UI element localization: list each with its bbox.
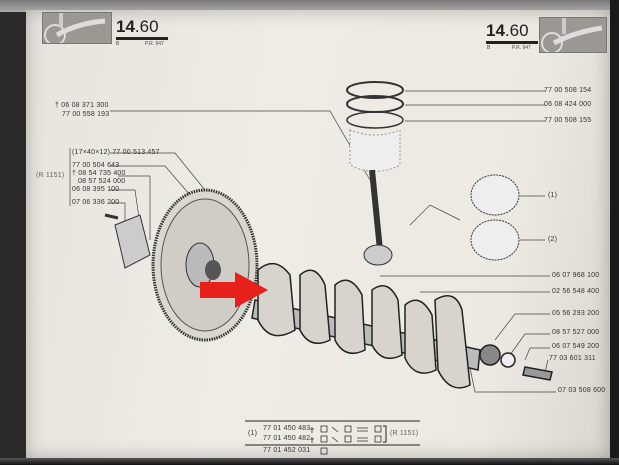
engine-thumbnail-left	[42, 12, 112, 44]
flywheel-plate	[114, 214, 151, 269]
piston-assembly	[346, 81, 520, 266]
engine-thumbnail-right	[539, 17, 607, 53]
crankshaft-thumbnail-icon	[44, 13, 106, 43]
crankshaft	[251, 262, 553, 389]
pr-code-left: P.R. 947	[145, 41, 164, 47]
part-number-label: 02 56 548 400	[552, 288, 600, 295]
part-number-label: 77 00 504 643	[72, 162, 120, 169]
group-note: (R 1151)	[36, 172, 65, 179]
table-note: (R 1151)	[390, 430, 419, 437]
part-number-label: 06 07 549 200	[552, 343, 600, 350]
part-number-label: 77 03 601 311	[549, 355, 596, 362]
header-rule-left	[116, 37, 168, 40]
detail-ref-2: (2)	[548, 236, 558, 243]
part-number-label: 06 07 968 100	[552, 272, 600, 279]
photo-top-edge	[0, 0, 619, 12]
part-number-label: 07 03 508 600	[558, 387, 606, 394]
highlight-arrow-icon	[200, 272, 268, 308]
part-number-label: 06 08 395 100	[72, 186, 120, 193]
crankshaft-thumbnail-icon	[541, 18, 603, 52]
part-number-label: (17×40×12) 77 00 513 457	[72, 149, 160, 156]
part-number-label: 08 57 524 000	[78, 178, 126, 185]
sub-letter-right: B	[487, 45, 491, 51]
flywheel	[151, 188, 259, 342]
table-row-part: 77 01 452 031	[263, 447, 311, 454]
section-number-left: 14.60	[116, 17, 159, 36]
sub-letter-left: B	[116, 41, 120, 47]
header-rule-right	[486, 41, 538, 44]
part-number-label: † 06 08 371 300	[55, 102, 109, 109]
table-row-part: 77 01 450 482	[263, 435, 311, 442]
part-number-label: 77 00 508 154	[544, 87, 592, 94]
table-row-part: 77 01 450 483	[263, 425, 311, 432]
section-number-right: 14.60	[486, 21, 529, 40]
photo-bottom-edge	[0, 458, 619, 465]
leader-lines	[69, 90, 556, 393]
part-number-label: 07 06 336 200	[72, 199, 120, 206]
part-number-label: 08 57 527 000	[552, 329, 600, 336]
pr-code-right: P.R. 947	[512, 45, 531, 51]
part-number-label: † 08 54 735 400	[72, 170, 126, 177]
part-number-label: 77 00 558 193	[62, 111, 110, 118]
detail-ref-1: (1)	[548, 192, 558, 199]
part-number-label: 06 08 424 000	[544, 101, 592, 108]
photo-right-edge	[610, 0, 619, 465]
part-number-label: 05 56 293 200	[552, 310, 600, 317]
part-number-label: 77 00 508 155	[544, 117, 592, 124]
table-ref: (1)	[248, 430, 258, 437]
